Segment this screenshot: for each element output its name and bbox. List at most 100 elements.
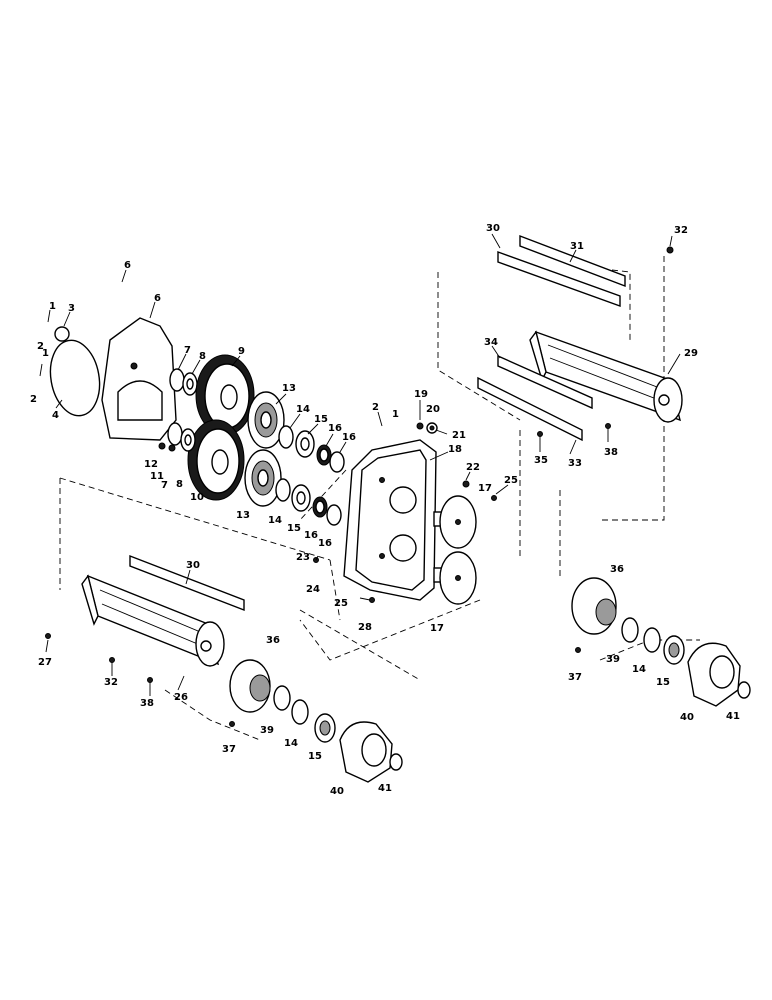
- plug-3: [54, 326, 70, 342]
- callout-labels: 6 1 3 1 2 2 4 6 7 8 9 12 11 7 8 10 13 14…: [30, 223, 740, 797]
- callout-40: 40: [330, 786, 344, 797]
- callout-6: 6: [124, 260, 131, 271]
- ring-41-right: [737, 681, 751, 699]
- rings-39-14-lower: [273, 685, 309, 725]
- callout-3: 3: [68, 303, 75, 314]
- callout-34: 34: [484, 337, 498, 348]
- flange-17-lower: [433, 551, 477, 605]
- callout-15: 15: [287, 523, 301, 534]
- callout-16: 16: [304, 530, 318, 541]
- callout-32: 32: [104, 677, 118, 688]
- bearing-15-right: [663, 635, 685, 665]
- cover-plate-4: [49, 339, 101, 417]
- callout-14: 14: [284, 738, 298, 749]
- callout-16: 16: [342, 432, 356, 443]
- fittings-19-21: [416, 422, 438, 434]
- callout-36: 36: [266, 635, 280, 646]
- strip-30-31-upper: [497, 234, 626, 307]
- callout-20: 20: [426, 404, 440, 415]
- bolt-11-12: [158, 442, 176, 452]
- callout-4: 4: [52, 410, 59, 421]
- callout-7: 7: [184, 345, 191, 356]
- callout-30: 30: [486, 223, 500, 234]
- callout-31: 31: [570, 241, 584, 252]
- callout-10: 10: [190, 492, 204, 503]
- bearing-15-lower: [314, 713, 336, 743]
- bolt-37-right: [575, 647, 581, 653]
- callout-14: 14: [268, 515, 282, 526]
- plug-22: [462, 480, 470, 488]
- callout-41: 41: [726, 711, 740, 722]
- rings-39-14-right: [621, 617, 661, 653]
- callout-38: 38: [140, 698, 154, 709]
- callout-8: 8: [199, 351, 206, 362]
- flange-17-upper: [433, 495, 477, 549]
- callout-14: 14: [296, 404, 310, 415]
- callout-6: 6: [154, 293, 161, 304]
- callout-2: 2: [37, 341, 44, 352]
- callout-13: 13: [282, 383, 296, 394]
- callout-25: 25: [334, 598, 348, 609]
- callout-33: 33: [568, 458, 582, 469]
- callout-15: 15: [314, 414, 328, 425]
- seal-7-upper: [169, 368, 185, 392]
- callout-27: 27: [38, 657, 52, 668]
- gear-10: [187, 419, 245, 501]
- leader-lines: [39, 233, 681, 696]
- callout-1: 1: [392, 409, 399, 420]
- callout-39: 39: [606, 654, 620, 665]
- callout-25: 25: [504, 475, 518, 486]
- callout-13: 13: [236, 510, 250, 521]
- callout-17: 17: [478, 483, 492, 494]
- callout-12: 12: [144, 459, 158, 470]
- bearing-8-upper: [182, 372, 198, 396]
- housing-40-lower: [339, 721, 393, 783]
- callout-2: 2: [372, 402, 379, 413]
- callout-16: 16: [318, 538, 332, 549]
- spacers-14-16-lower: [275, 478, 342, 526]
- flange-36-right: [571, 577, 617, 635]
- spacers-14-16-upper: [278, 425, 345, 473]
- callout-18: 18: [448, 444, 462, 455]
- callout-7: 7: [161, 480, 168, 491]
- callout-15: 15: [308, 751, 322, 762]
- callout-1: 1: [49, 301, 56, 312]
- seal-7-lower: [167, 422, 183, 446]
- callout-26: 26: [174, 692, 188, 703]
- callout-1: 1: [42, 348, 49, 359]
- callout-41: 41: [378, 783, 392, 794]
- callout-11: 11: [150, 471, 164, 482]
- rotor-26: [81, 574, 225, 667]
- fasteners-27-32-38-lower: [45, 633, 153, 683]
- callout-32: 32: [674, 225, 688, 236]
- strip-30-lower: [129, 554, 245, 612]
- bolt-37-lower: [229, 721, 235, 727]
- callout-2: 2: [30, 394, 37, 405]
- rotor-29: [529, 330, 683, 423]
- callout-39: 39: [260, 725, 274, 736]
- bearing-8-lower: [180, 428, 196, 452]
- callout-15: 15: [656, 677, 670, 688]
- callout-19: 19: [414, 389, 428, 400]
- callout-9: 9: [238, 346, 245, 357]
- callout-35: 35: [534, 455, 548, 466]
- callout-8: 8: [176, 479, 183, 490]
- callout-14: 14: [632, 664, 646, 675]
- gear-9: [195, 354, 255, 436]
- callout-37: 37: [568, 672, 582, 683]
- housing-40-right: [687, 642, 741, 707]
- callout-28: 28: [358, 622, 372, 633]
- hub-13-lower: [244, 449, 282, 507]
- callout-24: 24: [306, 584, 320, 595]
- callout-23: 23: [296, 552, 310, 563]
- callout-37: 37: [222, 744, 236, 755]
- strip-33-34: [477, 354, 593, 442]
- callout-40: 40: [680, 712, 694, 723]
- gear-housing-18: [343, 439, 437, 601]
- ring-41-lower: [389, 753, 403, 771]
- callout-17: 17: [430, 623, 444, 634]
- callout-29: 29: [684, 348, 698, 359]
- flange-36-lower: [229, 659, 271, 713]
- callout-30: 30: [186, 560, 200, 571]
